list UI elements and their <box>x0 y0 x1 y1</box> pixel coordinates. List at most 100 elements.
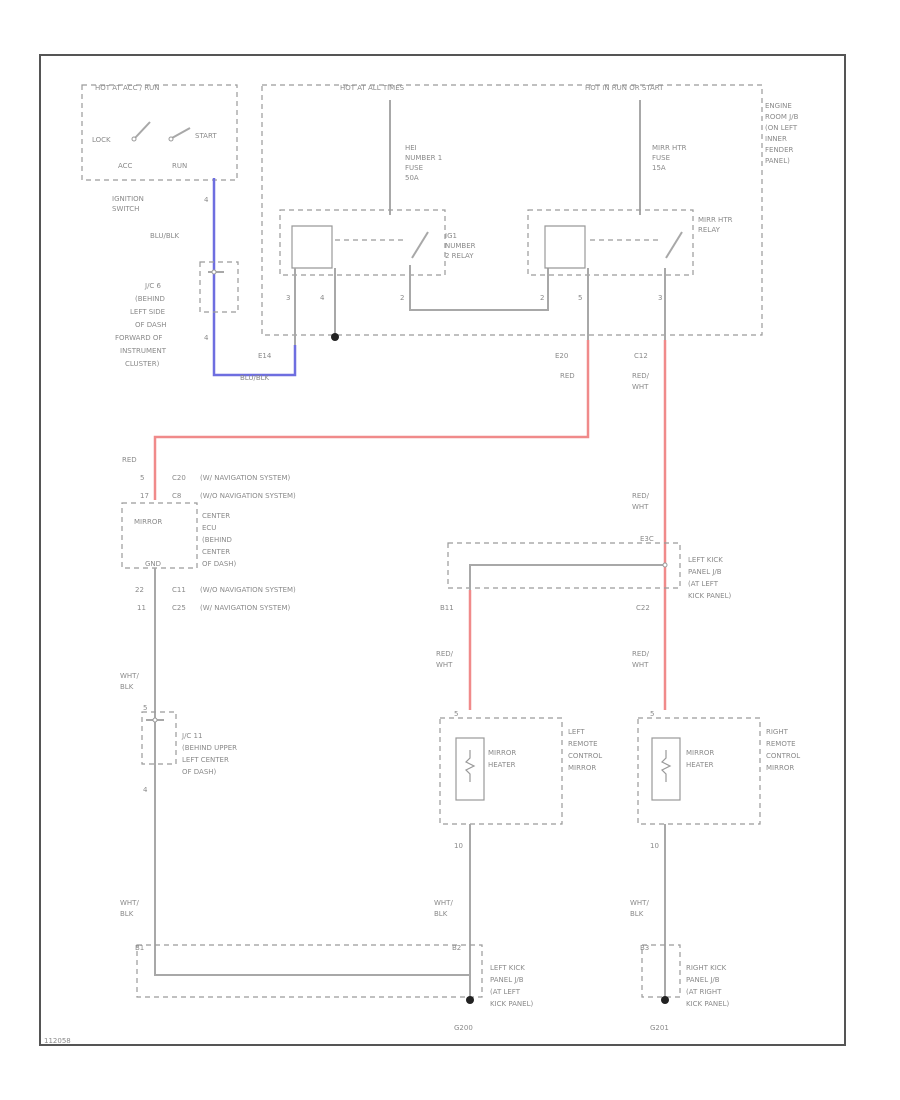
relay2-pin-3: 3 <box>658 294 662 302</box>
connector-c8: C8 <box>172 492 181 500</box>
jc6-name-6: INSTRUMENT <box>120 347 167 355</box>
splice-bar <box>469 564 665 590</box>
jc11-name-1: J/C 11 <box>181 732 202 740</box>
relay2-pin-1: 2 <box>540 294 544 302</box>
wire-red <box>153 340 590 500</box>
wire-label-red-wht-2a: RED/ <box>632 492 650 500</box>
engine-jb-label-1: ENGINE <box>765 102 792 110</box>
jc6-name-4: OF DASH <box>135 321 167 329</box>
right-mirror-name-2: REMOTE <box>766 740 796 748</box>
connector-c12: C12 <box>634 352 648 360</box>
right-mirror-name-4: MIRROR <box>766 764 794 772</box>
ignition-switch-box <box>81 84 238 181</box>
hot-in-run-start-label: HOT IN RUN OR START <box>585 84 664 92</box>
right-mirror-heater-icon <box>651 737 681 801</box>
jc11-name-4: OF DASH) <box>182 768 217 776</box>
relay2-pin-2: 5 <box>578 294 582 302</box>
ignition-lock-label: LOCK <box>92 136 111 144</box>
engine-jb-label-6: PANEL) <box>765 157 790 165</box>
fuse1-label-2: NUMBER 1 <box>405 154 442 162</box>
right-ground-jb-box <box>641 944 681 998</box>
ecu-name-3: (BEHIND <box>202 536 232 544</box>
wire-label-wht-blk-2a: WHT/ <box>120 899 139 907</box>
left-kick-jb-label-3: (AT LEFT <box>688 580 719 588</box>
left-mirror-name-2: REMOTE <box>568 740 598 748</box>
connector-e14: E14 <box>258 352 272 360</box>
wire-label-wht-blk-4a: WHT/ <box>434 899 453 907</box>
connector-c22: C22 <box>636 604 650 612</box>
left-mirror-heater-2: HEATER <box>488 761 516 769</box>
jc6-name-2: (BEHIND <box>135 295 165 303</box>
relay2-box <box>527 209 694 276</box>
fuse1-label-4: 50A <box>405 174 419 182</box>
relay1-pin-1: 3 <box>286 294 290 302</box>
connector-b3: B3 <box>640 944 649 952</box>
relay-crosslink-wire <box>409 265 549 311</box>
jc11-pin-top: 5 <box>143 704 147 712</box>
wire-label-blu-blk-2: BLU/BLK <box>240 374 270 382</box>
wire-label-wht-blk-4b: BLK <box>434 910 448 918</box>
engine-room-jb-box <box>261 84 763 336</box>
fuse2-label-3: 15A <box>652 164 666 172</box>
relay1-box <box>279 209 446 276</box>
right-ground-dot <box>661 996 669 1004</box>
wire-label-blu-blk-1: BLU/BLK <box>150 232 180 240</box>
right-mirror-pin-top: 5 <box>650 710 654 718</box>
relay1-contact <box>411 231 429 259</box>
wire-label-red-wht-4a: RED/ <box>632 650 650 658</box>
wire-label-wht-blk-2b: BLK <box>120 910 134 918</box>
ignition-contact-1 <box>134 121 151 139</box>
left-ground-jb-4: KICK PANEL) <box>490 1000 533 1008</box>
ignition-acc-label: ACC <box>118 162 133 170</box>
jc6-pin: 4 <box>204 334 209 342</box>
left-ground-jb-3: (AT LEFT <box>490 988 521 996</box>
relay2-contact <box>665 231 683 259</box>
jc6-name-5: FORWARD OF <box>115 334 162 342</box>
left-kick-jb-box <box>447 542 681 589</box>
connector-c20: C20 <box>172 474 186 482</box>
footer-id: 112058 <box>44 1037 71 1045</box>
right-mirror-name-1: RIGHT <box>766 728 789 736</box>
jc11-pin-bot: 4 <box>143 786 148 794</box>
left-mirror-heater-element <box>464 750 476 782</box>
left-mirror-box <box>439 717 563 825</box>
relay1-label-2: NUMBER <box>445 242 476 250</box>
right-mirror-name-3: CONTROL <box>766 752 800 760</box>
connector-e20: E20 <box>555 352 568 360</box>
fuse2-label-2: FUSE <box>652 154 670 162</box>
hot-at-all-times-label: HOT AT ALL TIMES <box>340 84 405 92</box>
connector-c25: C25 <box>172 604 186 612</box>
ecu-note-4: (W/ NAVIGATION SYSTEM) <box>200 604 291 612</box>
wire-label-red-wht-1b: WHT <box>632 383 649 391</box>
ground-g200: G200 <box>454 1024 473 1032</box>
relay1-pin-2: 4 <box>320 294 325 302</box>
relay1-label-3: 2 RELAY <box>445 252 474 260</box>
right-ground-jb-4: KICK PANEL) <box>686 1000 729 1008</box>
jc6-name-3: LEFT SIDE <box>130 308 165 316</box>
right-mirror-heater-2: HEATER <box>686 761 714 769</box>
fuse2-label-1: MIRR HTR <box>652 144 687 152</box>
ecu-pin-d: 11 <box>137 604 146 612</box>
ecu-pin-c: 22 <box>135 586 144 594</box>
left-mirror-heater-1: MIRROR <box>488 749 516 757</box>
left-kick-jb-label-1: LEFT KICK <box>688 556 723 564</box>
jc6-box <box>199 261 239 313</box>
jc6-name-1: J/C 6 <box>144 282 162 290</box>
jc11-name-3: LEFT CENTER <box>182 756 229 764</box>
ignition-terminal-1 <box>131 136 137 142</box>
ecu-name-5: OF DASH) <box>202 560 237 568</box>
ecu-note-2: (W/O NAVIGATION SYSTEM) <box>200 492 296 500</box>
relay1-coil-icon <box>291 225 333 269</box>
left-ground-jb-box <box>136 944 483 998</box>
ecu-name-2: ECU <box>202 524 216 532</box>
left-ground-dot <box>466 996 474 1004</box>
ignition-switch-name-2: SWITCH <box>112 205 139 213</box>
ecu-note-1: (W/ NAVIGATION SYSTEM) <box>200 474 291 482</box>
jc11-dot <box>152 717 158 723</box>
connector-b1: B1 <box>135 944 144 952</box>
connector-b11: B11 <box>440 604 454 612</box>
relay1-label-1: IG1 <box>445 232 457 240</box>
ground-bar-left <box>154 955 470 976</box>
ignition-contact-2 <box>171 127 191 139</box>
jc11-box <box>141 711 177 765</box>
